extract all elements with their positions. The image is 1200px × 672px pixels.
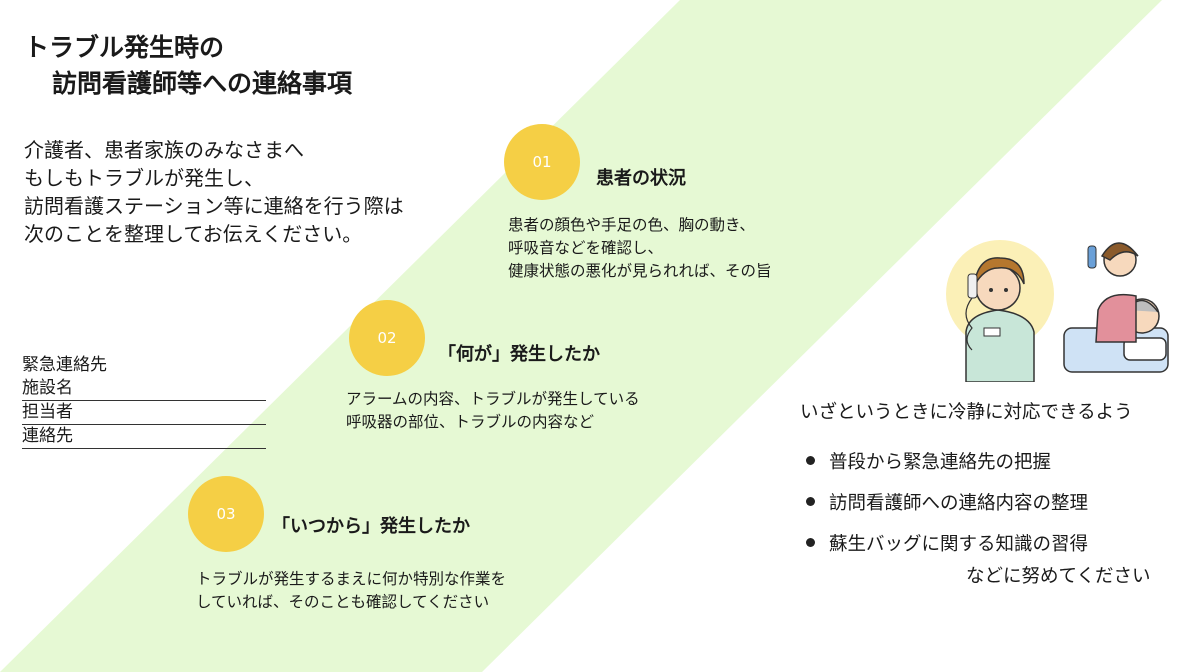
intro-text: 介護者、患者家族のみなさまへ もしもトラブルが発生し、 訪問看護ステーション等に… [24,136,404,248]
intro-line: もしもトラブルが発生し、 [24,166,264,190]
list-item: 訪問看護師への連絡内容の整理 [806,481,1088,522]
intro-line: 訪問看護ステーション等に連絡を行う際は [24,194,404,218]
step-description: 患者の顔色や手足の色、胸の動き、 呼吸音などを確認し、 健康状態の悪化が見られれ… [508,214,772,283]
step-description-line: 健康状態の悪化が見られれば、その旨 [508,262,772,280]
step-number-badge: 01 [504,124,580,200]
step-description-line: 呼吸器の部位、トラブルの内容など [346,413,595,431]
bullet-icon [806,497,815,506]
tip-text: 訪問看護師への連絡内容の整理 [829,492,1089,514]
step-description-line: アラームの内容、トラブルが発生している [346,390,640,408]
facility-name-field: 施設名 [22,377,266,401]
closing-text: などに努めてください [966,566,1151,587]
preparedness-tips-list: 普段から緊急連絡先の把握 訪問看護師への連絡内容の整理 蘇生バッグに関する知識の… [806,440,1088,563]
intro-line: 介護者、患者家族のみなさまへ [24,138,304,162]
list-item: 普段から緊急連絡先の把握 [806,440,1088,481]
tip-text: 蘇生バッグに関する知識の習得 [829,533,1089,555]
step-description: アラームの内容、トラブルが発生している 呼吸器の部位、トラブルの内容など [346,388,640,434]
step-description-line: 患者の顔色や手足の色、胸の動き、 [508,216,755,234]
title-line-2: 訪問看護師等への連絡事項 [52,69,353,98]
emergency-contact-block: 緊急連絡先 施設名 担当者 連絡先 [22,354,266,449]
page-title: トラブル発生時の 訪問看護師等への連絡事項 [24,30,352,102]
step-title-what-happened: 「何が」発生したか [438,344,600,365]
contact-number-field: 連絡先 [22,425,266,449]
step-description-line: トラブルが発生するまえに何か特別な作業を [196,570,507,588]
step-description: トラブルが発生するまえに何か特別な作業を していれば、そのことも確認してください [196,568,506,614]
bullet-icon [806,456,815,465]
bullet-icon [806,538,815,547]
intro-line: 次のことを整理してお伝えください。 [24,222,363,246]
step-title-since-when: 「いつから」発生したか [272,516,470,537]
person-in-charge-field: 担当者 [22,401,266,425]
step-description-line: していれば、そのことも確認してください [196,593,490,611]
step-description-line: 呼吸音などを確認し、 [508,239,664,257]
step-title-patient-condition: 患者の状況 [596,168,686,189]
tip-text: 普段から緊急連絡先の把握 [829,451,1052,473]
preparedness-heading: いざというときに冷静に対応できるよう [800,402,1133,423]
emergency-contact-heading: 緊急連絡先 [22,355,107,375]
list-item: 蘇生バッグに関する知識の習得 [806,522,1088,563]
caregiver-phone-illustration [946,240,1169,382]
title-line-1: トラブル発生時の [24,33,225,62]
step-number-badge: 03 [188,476,264,552]
step-number-badge: 02 [349,300,425,376]
